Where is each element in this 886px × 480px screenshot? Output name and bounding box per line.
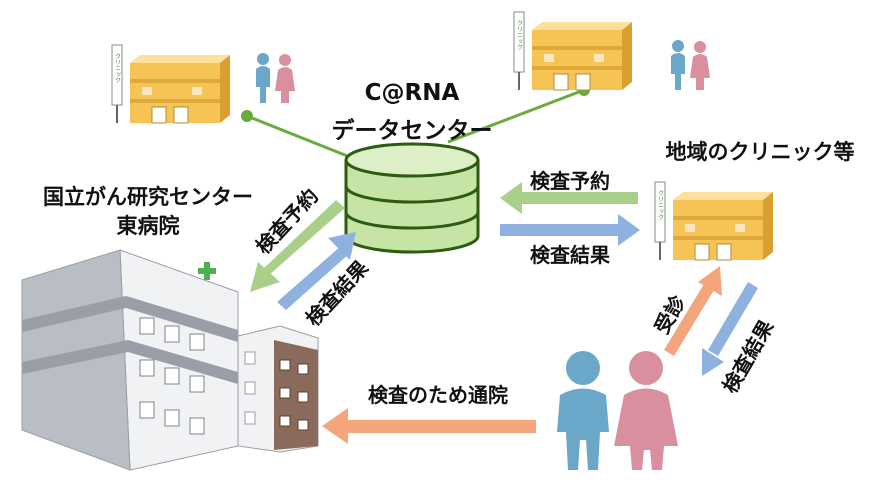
patients-icon-large [557,351,678,470]
hospital-name-line1: 国立がん研究センター [43,185,253,209]
node-dot [241,110,253,122]
arrow-results-clinic-to-patients [702,282,758,376]
hospital-name-line2: 東病院 [117,214,180,238]
clinic-building-right [654,181,774,261]
clinic-building-top-left [111,44,231,124]
clinic-label: 地域のクリニック等 [666,140,855,164]
patients-icon-top-left [256,53,295,103]
arrow-results-center-to-clinic [500,214,640,246]
patients-icon-top-right [671,40,710,90]
arrow-visit-patients-to-clinic [664,266,722,356]
arrow-commute-patients-to-hospital [322,408,536,444]
arrow-booking-clinic-to-center [500,182,638,214]
arrow-booking-center-to-hospital [250,200,345,292]
arrow-results-hospital-to-center [277,232,356,310]
booking-label-right: 検査予約 [530,169,610,193]
results-label-left: 検査結果 [301,256,373,331]
clinic-building-top-right [513,11,633,91]
commute-label: 検査のため通院 [368,383,508,407]
database-icon [344,142,480,254]
hospital-building [21,249,319,471]
data-center-title-line2: データセンター [332,117,493,144]
data-center-title-line1: C@RNA [365,80,460,106]
results-label-right: 検査結果 [530,243,610,267]
